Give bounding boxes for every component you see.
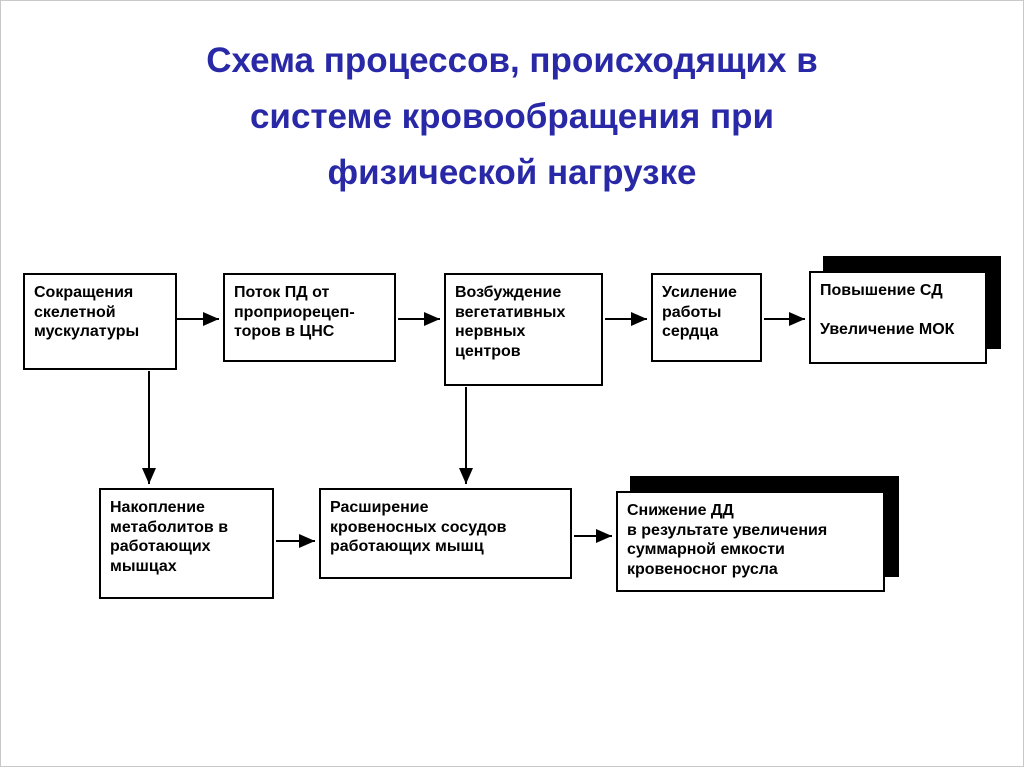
box-vessel-dilation: Расширение кровеносных сосудов работающи…: [319, 488, 572, 579]
slide-title: Схема процессов, происходящих в системе …: [206, 41, 818, 192]
box-vegetative-centers: Возбуждение вегетативных нервных центров: [444, 273, 603, 386]
box-pd-flow-cns: Поток ПД от проприорецеп- торов в ЦНС: [223, 273, 396, 362]
box-dd-decrease: Снижение ДД в результате увеличения сумм…: [616, 491, 885, 592]
box-sd-mok-increase: Повышение СД Увеличение МОК: [809, 271, 987, 364]
box-heart-work-increase: Усиление работы сердца: [651, 273, 762, 362]
box-metabolite-accumulation: Накопление метаболитов в работающих мышц…: [99, 488, 274, 599]
box-skeletal-contractions: Сокращения скелетной мускулатуры: [23, 273, 177, 370]
